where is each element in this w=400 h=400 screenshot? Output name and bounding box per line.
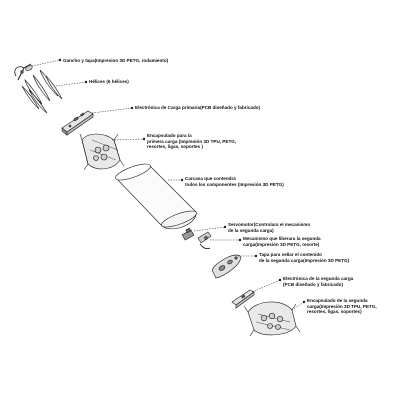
leader-line-servo (193, 226, 226, 232)
pcb-secondary-part (231, 289, 255, 309)
label-hook-cap: Gancho y tapa(Impresion 3D PETG, rodamie… (63, 58, 168, 64)
capsule-primary-part (79, 133, 125, 171)
leader-line-capsule-secondary (291, 301, 305, 311)
label-capsule-secondary-line-3: resortes, ligas, soportes) (307, 309, 362, 315)
lid-part (211, 254, 241, 279)
label-pcb-secondary-line-2: (PCB diseñado y fabricado) (283, 281, 343, 287)
label-pcb-primary-text: Electrónica de Carga primaria(PCB diseña… (135, 105, 261, 110)
capsule-secondary-part (243, 301, 301, 337)
propellers-part (21, 69, 63, 114)
label-housing-line-1: Carcasa que contendrá (185, 176, 236, 181)
label-lid-line-2: de la segunda carga(Impresión 3D PETG) (259, 257, 350, 263)
label-lid: Tapa para sellar el contenido de la segu… (259, 252, 349, 263)
label-mechanism: Mecanismo que liberara la segunda carga(… (243, 236, 321, 247)
label-capsule-secondary-line-1: Encapsulado de la segunda (307, 298, 368, 303)
label-housing-line-2: todos los componentes (Impresión 3D PETG… (185, 181, 284, 187)
housing-cylinder-part (115, 163, 197, 230)
label-capsule-primary: Encapsulado para la primera carga (Impre… (147, 133, 236, 150)
label-mechanism-line-1: Mecanismo que liberara la segunda (243, 236, 321, 241)
label-capsule-secondary: Encapsulado de la segunda carga(Impresió… (307, 298, 377, 315)
pcb-primary-part (61, 110, 94, 136)
label-propellers: Hélices (6 hélices) (89, 79, 129, 85)
servomotor-part (181, 227, 195, 241)
label-servomotor-line-2: de la segunda carga) (228, 227, 274, 233)
leader-line-propellers (55, 81, 87, 87)
hook-cap-part (14, 63, 33, 81)
leader-line-capsule-primary (111, 138, 145, 141)
label-hook-cap-text: Gancho y tapa(Impresion 3D PETG, rodamie… (63, 58, 169, 63)
label-propellers-text: Hélices (6 hélices) (89, 79, 129, 84)
label-pcb-secondary-line-1: Electrónica de la segunda carga (283, 276, 354, 281)
leader-line-pcb-secondary (251, 279, 281, 293)
leader-line-hook (31, 59, 61, 67)
label-capsule-primary-line-3: resortes, ligas, soportes ) (147, 144, 203, 150)
label-capsule-primary-line-2: primera carga (Impresión 3D TPU, PETG, (147, 138, 237, 144)
label-housing: Carcasa que contendrá todos los componen… (185, 176, 284, 187)
label-mechanism-line-2: carga(Impresión 3D PETG, resorte) (243, 241, 320, 247)
label-servomotor: Servomotor(Controlara el mecanismo de la… (228, 222, 310, 233)
label-capsule-primary-line-1: Encapsulado para la (147, 133, 192, 138)
label-capsule-secondary-line-2: carga(Impresión 3D TPU, PETG, (307, 303, 377, 309)
label-servomotor-line-1: Servomotor(Controlara el mecanismo (228, 222, 311, 227)
label-pcb-secondary: Electrónica de la segunda carga (PCB dis… (283, 276, 353, 287)
leader-line-pcb-primary (91, 107, 133, 114)
label-lid-line-1: Tapa para sellar el contenido (259, 252, 322, 257)
label-pcb-primary: Electrónica de Carga primaria(PCB diseña… (135, 105, 260, 111)
release-mechanism-part (197, 231, 212, 250)
